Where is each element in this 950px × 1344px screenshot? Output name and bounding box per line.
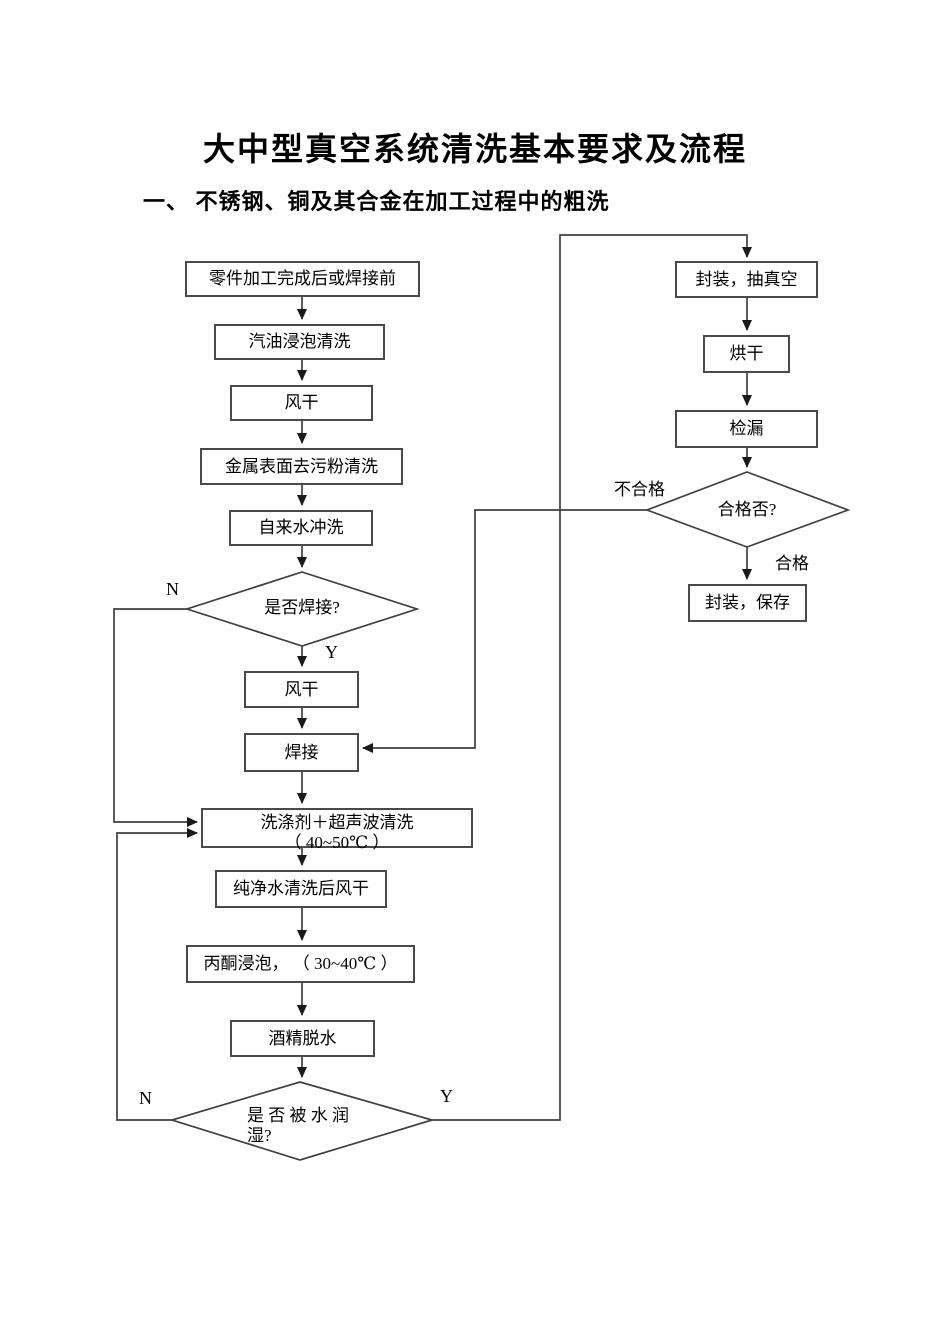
wet-decision-line2: 湿? [247,1126,272,1145]
ultrasonic-wash-line1: 洗涤剂＋超声波清洗 [260,813,414,832]
flow-box-bake-dry: 烘干 [703,335,790,373]
edge-label-weld-no: N [166,579,179,599]
edge-label-not-qualified: 不合格 [614,480,665,499]
edge-label-wet-no: N [139,1088,152,1108]
flow-box-air-dry-1: 风干 [230,385,373,421]
flow-box-metal-depowder: 金属表面去污粉清洗 [200,448,403,485]
page-title: 大中型真空系统清洗基本要求及流程 [202,131,747,167]
connector-wetyes-sealvacuum [432,234,752,1121]
connector-wetno-ultrasonic [116,828,198,1121]
flow-box-gasoline-soak: 汽油浸泡清洗 [214,324,385,360]
ultrasonic-wash-line2: （ 40~50℃ ） [284,833,390,852]
flow-box-seal-vacuum: 封装，抽真空 [675,261,818,298]
section-heading: 一、 不锈钢、铜及其合金在加工过程中的粗洗 [143,189,610,214]
diamond-label-qualified-decision: 合格否? [717,500,777,519]
flow-box-acetone-soak: 丙酮浸泡， （ 30~40℃ ） [186,945,415,983]
flow-box-pure-water-dry: 纯净水清洗后风干 [215,870,387,908]
edge-label-qualified: 合格 [775,554,809,573]
diamond-qualified-decision [644,471,851,548]
edge-label-weld-yes: Y [325,642,338,662]
connector-notqualified-weld [362,509,647,753]
flow-box-weld: 焊接 [244,733,359,772]
flow-box-seal-store: 封装，保存 [688,584,807,622]
edge-label-wet-yes: Y [440,1086,453,1106]
wet-decision-line1: 是 否 被 水 润 [247,1106,349,1125]
flow-box-leak-check: 检漏 [675,410,818,448]
flow-box-air-dry-2: 风干 [244,671,359,708]
flow-box-tap-water-rinse: 自来水冲洗 [229,510,373,546]
diamond-weld-decision [184,571,420,647]
diamond-wet-decision [169,1081,435,1161]
flow-box-start: 零件加工完成后或焊接前 [185,261,420,297]
flow-box-ultrasonic-wash: 洗涤剂＋超声波清洗 （ 40~50℃ ） [201,808,473,852]
diamond-label-wet-decision: 是 否 被 水 润 湿? [247,1106,382,1146]
connector-weldno-ultrasonic [113,608,198,827]
diamond-label-weld-decision: 是否焊接? [264,598,340,617]
flow-box-alcohol-dehydrate: 酒精脱水 [230,1020,375,1057]
